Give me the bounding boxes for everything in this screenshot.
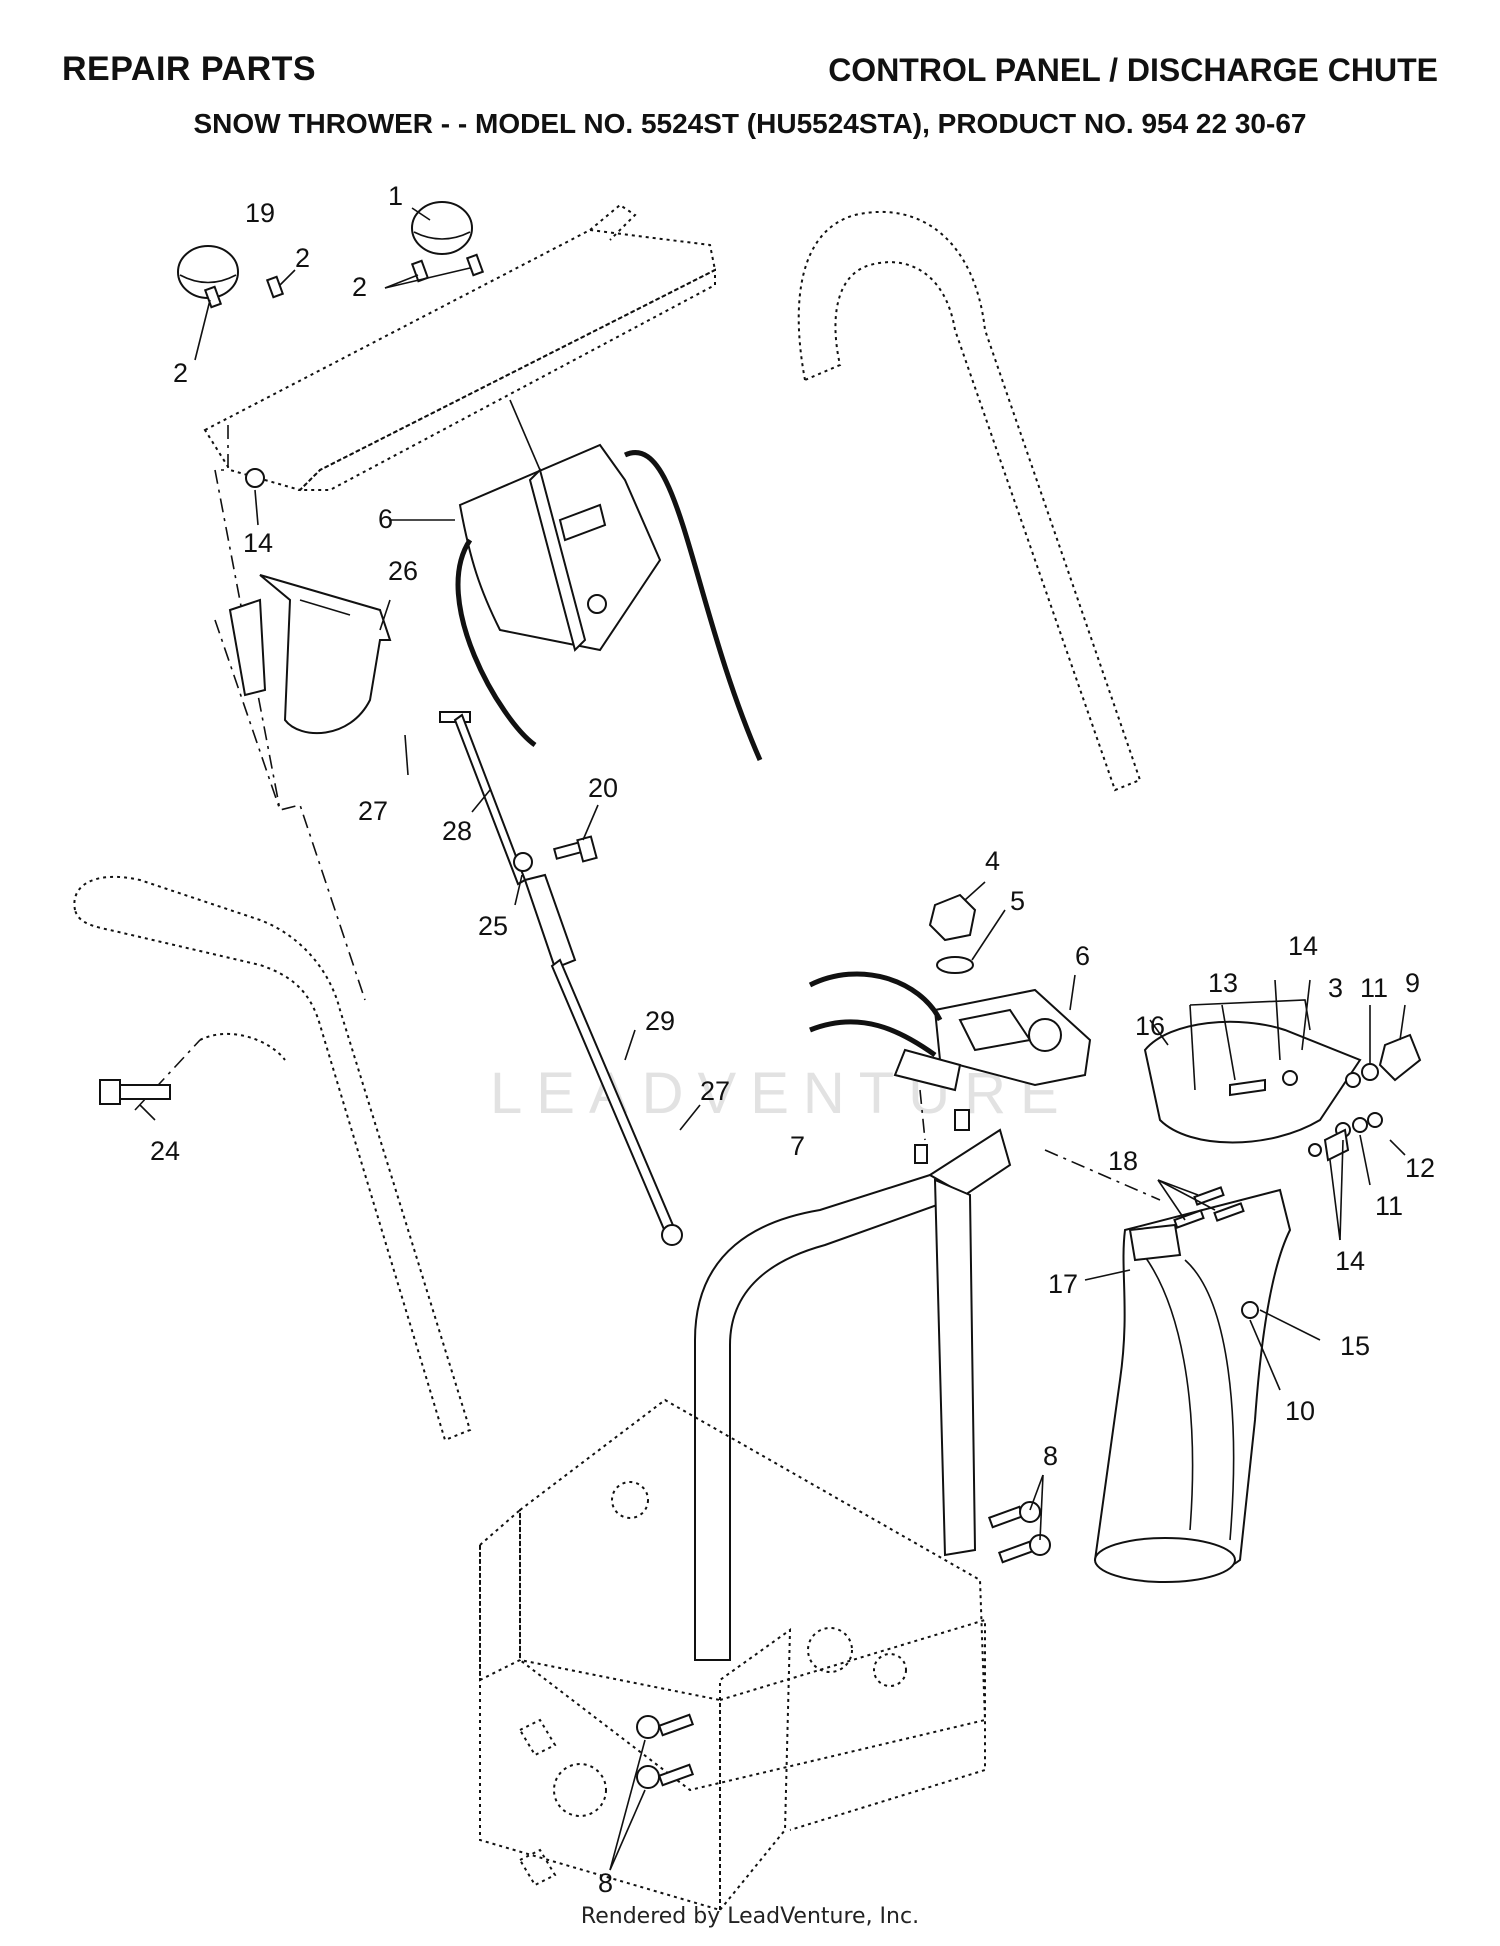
chute-crank-rod <box>439 711 683 1246</box>
callout-4: 4 <box>985 846 1000 876</box>
callout-18: 18 <box>1108 1146 1138 1176</box>
chute-control-6-upper <box>455 399 763 762</box>
footer-credit: Rendered by LeadVenture, Inc. <box>580 1904 920 1929</box>
header-section-title: CONTROL PANEL / DISCHARGE CHUTE <box>828 52 1438 88</box>
callout-26: 26 <box>388 556 418 586</box>
callout-19: 19 <box>245 198 275 228</box>
callout-28: 28 <box>442 816 472 846</box>
callout-11-b: 11 <box>1375 1191 1403 1221</box>
right-upper-handle <box>797 210 1142 792</box>
bolt-24 <box>99 1079 171 1105</box>
callout-14-c: 14 <box>1335 1246 1365 1276</box>
callout-numbers: 1 19 2 2 2 14 6 26 27 28 20 25 29 27 24 … <box>150 181 1435 1898</box>
callout-29: 29 <box>645 1006 675 1036</box>
nut-4-washer-5 <box>928 893 977 974</box>
callout-11-a: 11 <box>1360 973 1388 1003</box>
callout-12: 12 <box>1405 1153 1435 1183</box>
callout-9: 9 <box>1405 968 1420 998</box>
callout-27-b: 27 <box>700 1076 730 1106</box>
callout-3: 3 <box>1328 973 1343 1003</box>
leader-lines <box>139 207 1406 1871</box>
bolt-20 <box>552 835 598 863</box>
shift-bracket-26 <box>228 574 392 734</box>
callout-15: 15 <box>1340 1331 1370 1361</box>
chute-deflector-16 <box>1143 999 1362 1144</box>
bolts-8 <box>636 1501 1051 1789</box>
callout-2-a: 2 <box>295 243 310 273</box>
callout-17: 17 <box>1048 1269 1078 1299</box>
nut-14-upper <box>245 468 265 488</box>
callout-5: 5 <box>1010 886 1025 916</box>
callout-8-a: 8 <box>1043 1441 1058 1471</box>
callout-16: 16 <box>1135 1011 1165 1041</box>
callout-6-b: 6 <box>1075 941 1090 971</box>
control-panel <box>203 203 717 492</box>
callout-1: 1 <box>388 181 403 211</box>
knob-1 <box>411 201 473 255</box>
callout-7: 7 <box>790 1131 805 1161</box>
left-lower-handle <box>73 875 472 1442</box>
header-repair-parts: REPAIR PARTS <box>62 50 317 88</box>
callout-2-c: 2 <box>173 358 188 388</box>
callout-20: 20 <box>588 773 618 803</box>
callout-6-a: 6 <box>378 504 393 534</box>
callout-8-b: 8 <box>598 1868 613 1898</box>
bolts-2 <box>203 253 485 309</box>
frame-housing <box>479 1398 987 1913</box>
callout-24: 24 <box>150 1136 180 1166</box>
callout-10: 10 <box>1285 1396 1315 1426</box>
callout-14-a: 14 <box>243 528 273 558</box>
callout-2-b: 2 <box>352 272 367 302</box>
header-model-info: SNOW THROWER - - MODEL NO. 5524ST (HU552… <box>193 108 1307 139</box>
callout-25: 25 <box>478 911 508 941</box>
callout-13: 13 <box>1208 968 1238 998</box>
callout-14-b: 14 <box>1288 931 1318 961</box>
chute-control-6-lower <box>808 971 1092 1092</box>
discharge-chute-15 <box>1093 1188 1292 1583</box>
support-bracket-7 <box>694 1109 1012 1661</box>
callout-27-a: 27 <box>358 796 388 826</box>
knob-9-and-washers <box>1308 1033 1422 1162</box>
